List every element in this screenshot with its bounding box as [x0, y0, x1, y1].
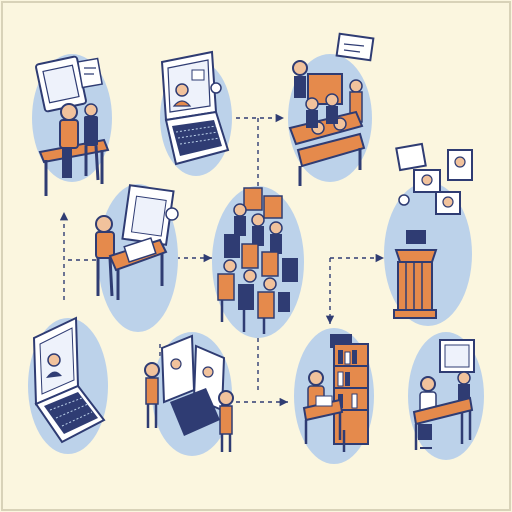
- monitor-presenters-scene: [144, 332, 234, 456]
- presenter-desk-icon: [95, 184, 179, 300]
- online-conference-podium-scene: [384, 142, 473, 326]
- laptop-icon: [32, 316, 106, 444]
- presenter-desk-scene: [95, 184, 179, 332]
- library-bookshelf-scene: [294, 328, 374, 464]
- classroom-icon: [288, 32, 375, 186]
- home-study-desk-scene: [32, 54, 112, 196]
- computer-workstation-scene: [408, 332, 484, 460]
- audience-icon: [217, 187, 298, 334]
- laptop-scene: [28, 316, 108, 454]
- classroom-lecture-scene: [288, 32, 375, 186]
- video-call-laptop-scene: [160, 50, 232, 176]
- desk-worker-icon: [35, 55, 110, 196]
- bookshelf-icon: [302, 334, 369, 452]
- laptop-video-icon: [160, 50, 230, 166]
- seated-audience-scene: [212, 186, 304, 338]
- workstation-icon: [412, 339, 475, 450]
- monitor-presenters-icon: [144, 334, 234, 452]
- podium-icon: [393, 142, 473, 319]
